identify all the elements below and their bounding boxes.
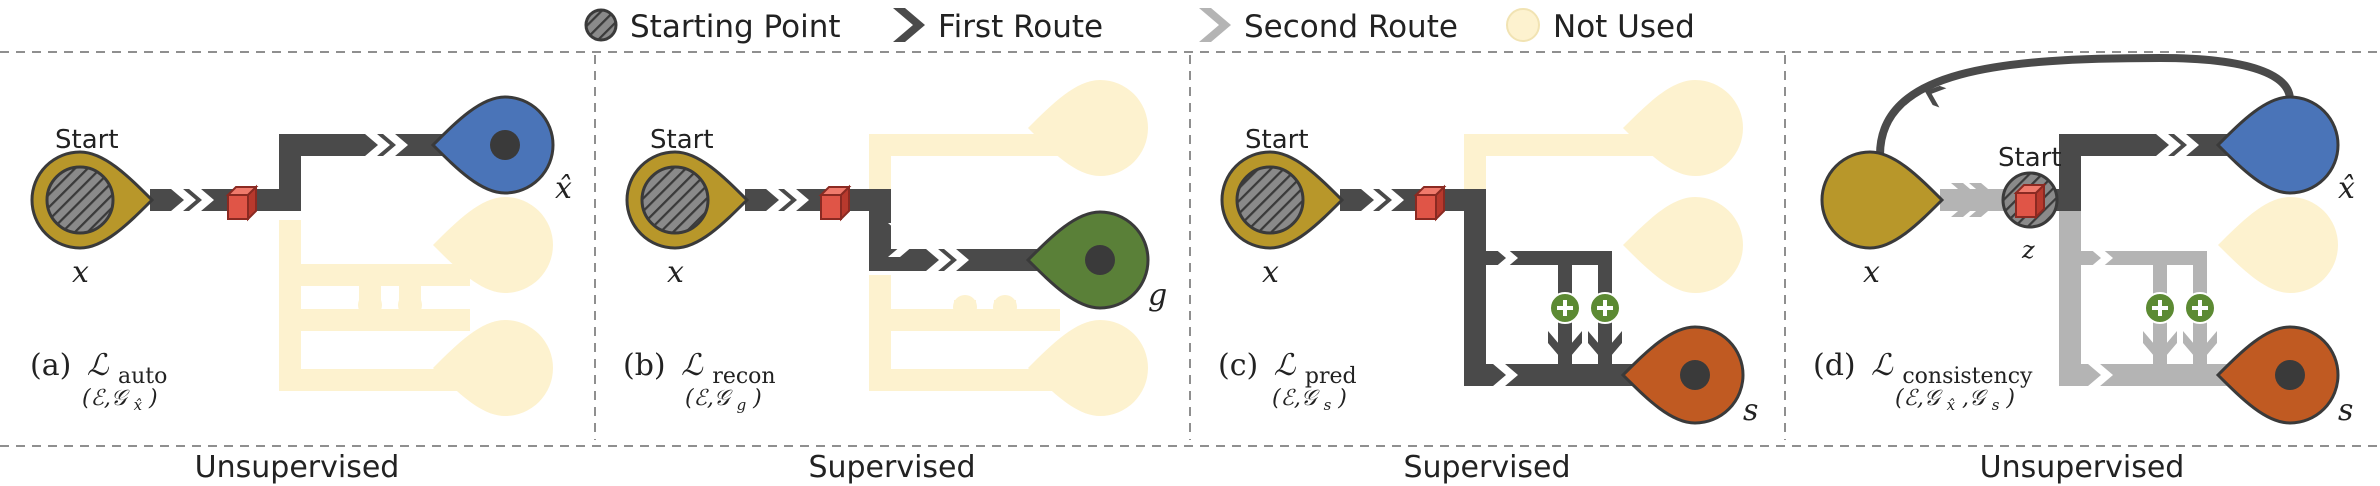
latent-label: z xyxy=(2021,236,2035,264)
start-label: Start xyxy=(55,125,119,155)
legend: Starting Point First Route Second Route … xyxy=(584,8,1695,45)
panel-a: Start x x̂ (a) ℒ auto (ℰ,𝒢 x̂ ) Unsuperv… xyxy=(30,95,572,485)
input-label: x xyxy=(72,255,89,290)
module-label: (ℰ,𝒢 s ) xyxy=(1272,386,1347,416)
separators xyxy=(0,51,2380,447)
starting-point-legend-icon xyxy=(584,8,618,42)
output-label: s xyxy=(1743,393,1758,428)
encoder-cube-icon xyxy=(820,186,850,220)
panel-b: Start x g (b) ℒ recon (ℰ,𝒢 g ) Supervise… xyxy=(623,80,1167,485)
panel-c: Start x s (c) ℒ pred (ℰ,𝒢 s ) Supervised xyxy=(1218,80,1758,485)
input-label: x xyxy=(667,255,684,290)
encoder-cube-icon xyxy=(1415,186,1445,220)
unused-routes xyxy=(1464,134,1655,200)
starting-point-icon xyxy=(45,165,115,235)
output-label: g xyxy=(1148,278,1167,313)
first-route-path xyxy=(745,189,1080,271)
input-node xyxy=(1820,150,1944,250)
footer-label: Supervised xyxy=(808,450,975,485)
encoder-cube-icon xyxy=(227,186,257,220)
legend-first-route: First Route xyxy=(938,9,1103,45)
loss-label: (c) ℒ pred xyxy=(1218,348,1357,389)
footer-label: Supervised xyxy=(1403,450,1570,485)
output-label-bottom: s xyxy=(2338,393,2353,428)
input-label: x xyxy=(1863,255,1880,290)
first-route-branch xyxy=(1475,251,1612,375)
legend-second-route: Second Route xyxy=(1244,9,1458,45)
output-label: x̂ xyxy=(555,171,572,206)
first-route-legend-icon xyxy=(893,8,925,42)
starting-point-icon xyxy=(640,165,710,235)
module-label: (ℰ,𝒢 x̂ ,𝒢 s ) xyxy=(1895,386,2015,416)
module-label: (ℰ,𝒢 x̂ ) xyxy=(82,386,158,416)
start-label: Start xyxy=(1998,143,2062,173)
input-label: x xyxy=(1262,255,1279,290)
second-route-legend-icon xyxy=(1199,8,1231,42)
start-label: Start xyxy=(650,125,714,155)
start-label: Start xyxy=(1245,125,1309,155)
footer-label: Unsupervised xyxy=(195,450,400,485)
encoder-cube-icon xyxy=(2015,184,2045,218)
feedback-route xyxy=(1876,53,2294,156)
loss-label: (d) ℒ consistency xyxy=(1813,348,2033,389)
output-label-top: x̂ xyxy=(2338,171,2355,206)
second-route-branch xyxy=(2070,251,2207,375)
not-used-legend-icon xyxy=(1506,8,1540,42)
module-label: (ℰ,𝒢 g ) xyxy=(685,386,762,416)
starting-point-icon xyxy=(1235,165,1305,235)
output-node-top xyxy=(2216,95,2340,195)
panel-d: Start x z x̂ s (d) ℒ consistency (ℰ,𝒢 x̂… xyxy=(1813,53,2355,485)
legend-not-used: Not Used xyxy=(1553,9,1695,45)
legend-starting-point: Starting Point xyxy=(630,9,841,45)
loss-label: (b) ℒ recon xyxy=(623,348,776,389)
loss-label: (a) ℒ auto xyxy=(30,348,167,389)
footer-label: Unsupervised xyxy=(1980,450,2185,485)
